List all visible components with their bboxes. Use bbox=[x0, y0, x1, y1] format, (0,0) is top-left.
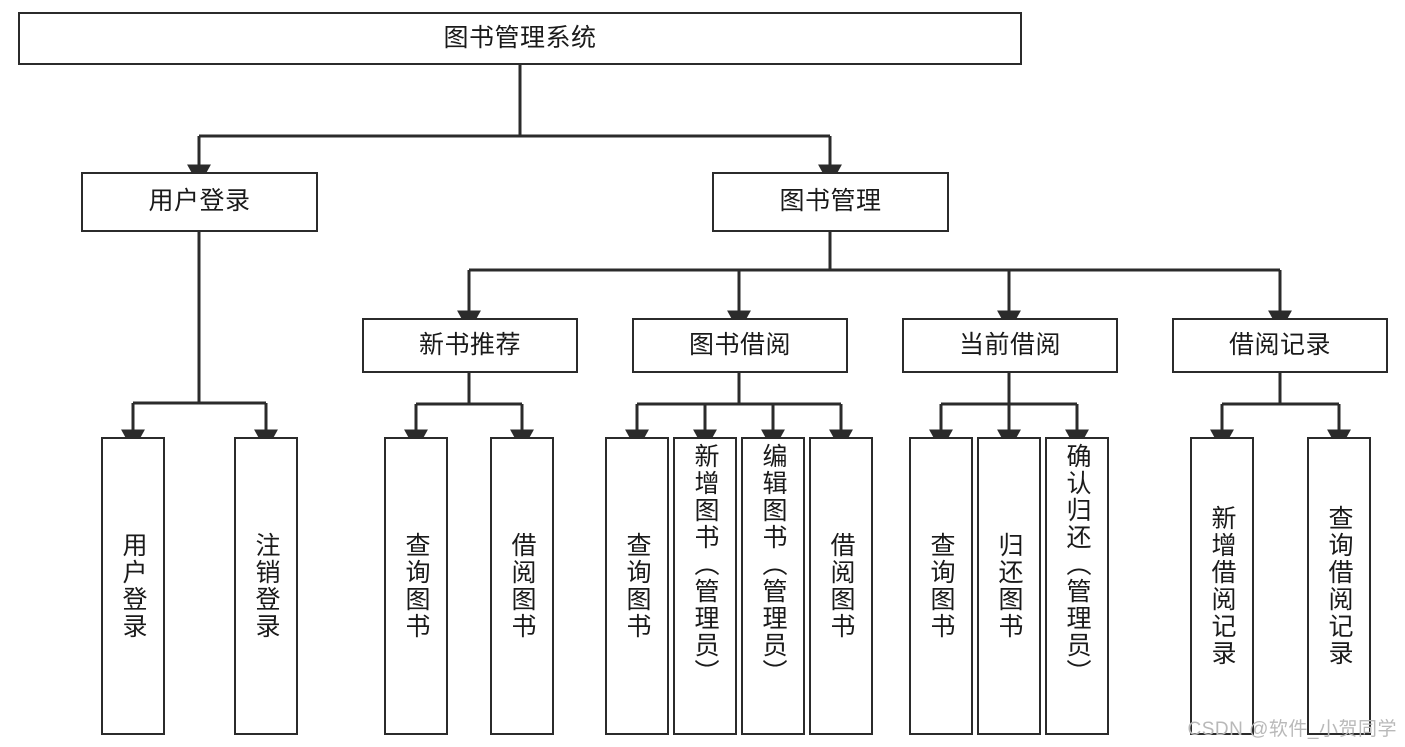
node-borrow-record[interactable]: 借阅记录 bbox=[1172, 318, 1388, 373]
node-leaf-confirm-return-label: 确认归还（管理员） bbox=[1063, 443, 1091, 686]
node-new-book-rec-label: 新书推荐 bbox=[418, 330, 521, 359]
node-leaf-add-record[interactable]: 新增借阅记录 bbox=[1190, 437, 1254, 735]
node-leaf-query-book-3[interactable]: 查询图书 bbox=[909, 437, 973, 735]
node-leaf-borrow-book-1-label: 借阅图书 bbox=[508, 532, 536, 640]
node-user-login[interactable]: 用户登录 bbox=[81, 172, 318, 232]
node-leaf-add-book-label: 新增图书（管理员） bbox=[691, 443, 719, 686]
node-leaf-user-login[interactable]: 用户登录 bbox=[101, 437, 165, 735]
node-leaf-query-book-2[interactable]: 查询图书 bbox=[605, 437, 669, 735]
node-leaf-confirm-return[interactable]: 确认归还（管理员） bbox=[1045, 437, 1109, 735]
node-book-borrow-label: 图书借阅 bbox=[688, 330, 791, 359]
node-leaf-query-book-2-label: 查询图书 bbox=[623, 532, 651, 640]
node-leaf-borrow-book-2-label: 借阅图书 bbox=[827, 532, 855, 640]
node-user-login-label: 用户登录 bbox=[148, 187, 251, 216]
node-leaf-borrow-book-1[interactable]: 借阅图书 bbox=[490, 437, 554, 735]
node-leaf-return-book[interactable]: 归还图书 bbox=[977, 437, 1041, 735]
node-leaf-add-record-label: 新增借阅记录 bbox=[1208, 505, 1236, 667]
node-leaf-borrow-book-2[interactable]: 借阅图书 bbox=[809, 437, 873, 735]
node-leaf-query-record[interactable]: 查询借阅记录 bbox=[1307, 437, 1371, 735]
node-book-manage-label: 图书管理 bbox=[779, 187, 882, 216]
node-root-label: 图书管理系统 bbox=[443, 23, 597, 52]
node-book-borrow[interactable]: 图书借阅 bbox=[632, 318, 848, 373]
node-leaf-return-book-label: 归还图书 bbox=[995, 532, 1023, 640]
node-leaf-logout-label: 注销登录 bbox=[252, 532, 280, 640]
node-leaf-logout[interactable]: 注销登录 bbox=[234, 437, 298, 735]
node-current-borrow[interactable]: 当前借阅 bbox=[902, 318, 1118, 373]
node-current-borrow-label: 当前借阅 bbox=[958, 330, 1061, 359]
node-book-manage[interactable]: 图书管理 bbox=[712, 172, 949, 232]
node-leaf-add-book[interactable]: 新增图书（管理员） bbox=[673, 437, 737, 735]
node-new-book-rec[interactable]: 新书推荐 bbox=[362, 318, 578, 373]
watermark: CSDN @软件_小贺同学 bbox=[1187, 719, 1397, 740]
node-leaf-query-record-label: 查询借阅记录 bbox=[1325, 505, 1353, 667]
node-leaf-edit-book[interactable]: 编辑图书（管理员） bbox=[741, 437, 805, 735]
node-borrow-record-label: 借阅记录 bbox=[1228, 330, 1331, 359]
node-root[interactable]: 图书管理系统 bbox=[18, 12, 1022, 65]
node-leaf-query-book-3-label: 查询图书 bbox=[927, 532, 955, 640]
node-leaf-user-login-label: 用户登录 bbox=[119, 532, 147, 640]
node-leaf-query-book-1-label: 查询图书 bbox=[402, 532, 430, 640]
node-leaf-edit-book-label: 编辑图书（管理员） bbox=[759, 443, 787, 686]
node-leaf-query-book-1[interactable]: 查询图书 bbox=[384, 437, 448, 735]
